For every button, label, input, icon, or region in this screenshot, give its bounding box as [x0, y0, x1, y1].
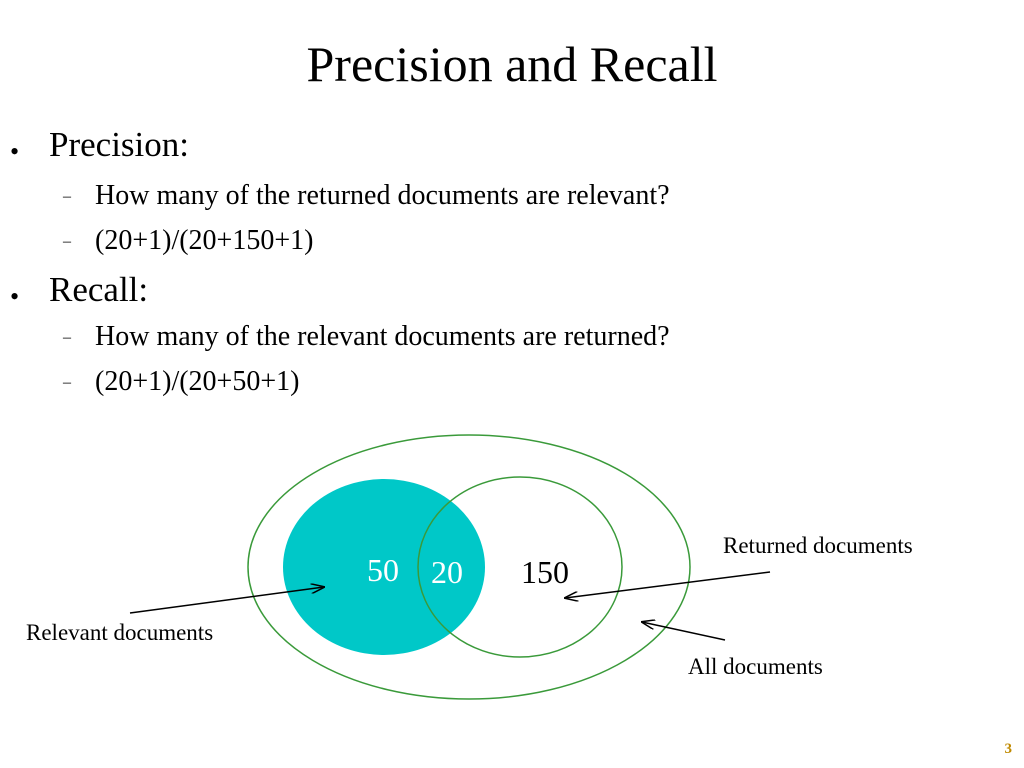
- intersection-count: 20: [431, 554, 463, 590]
- sub-dash: –: [63, 188, 71, 205]
- sub-dash: –: [63, 329, 71, 346]
- bullet-dot: •: [10, 137, 20, 166]
- subitem-text: How many of the relevant documents are r…: [95, 321, 670, 352]
- sub-dash: –: [63, 233, 71, 250]
- sub-dash: –: [63, 374, 71, 391]
- subitem-text: How many of the returned documents are r…: [95, 180, 670, 211]
- page-number: 3: [1004, 741, 1013, 757]
- subitem-text: (20+1)/(20+50+1): [95, 366, 300, 397]
- bullet-label-recall: Recall:: [49, 270, 149, 309]
- subitem-text: (20+1)/(20+150+1): [95, 225, 314, 256]
- relevant-only-count: 50: [367, 552, 399, 588]
- bullet-dot: •: [10, 282, 20, 311]
- label-all-documents: All documents: [688, 654, 823, 679]
- all-documents-arrow: [642, 622, 726, 641]
- returned-documents-ellipse: [417, 476, 623, 658]
- relevant-documents-arrow: [129, 587, 324, 614]
- bullet-label-precision: Precision:: [49, 125, 189, 164]
- label-relevant-documents: Relevant documents: [26, 620, 213, 645]
- returned-only-count: 150: [521, 554, 569, 590]
- slide-title: Precision and Recall: [306, 36, 718, 92]
- all-documents-ellipse: [247, 434, 691, 700]
- returned-documents-arrow: [565, 571, 771, 598]
- relevant-documents-ellipse: [283, 479, 485, 655]
- label-returned-documents: Returned documents: [723, 533, 913, 558]
